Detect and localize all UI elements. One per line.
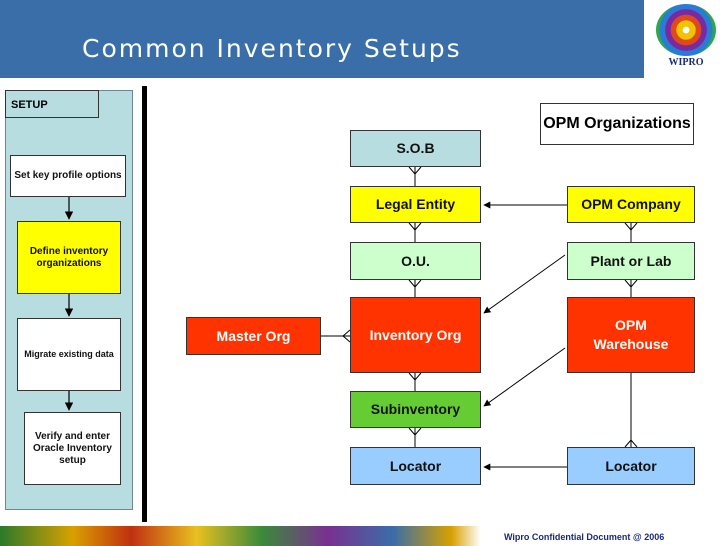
step-label: Define inventory organizations xyxy=(29,245,109,269)
locator-box: Locator xyxy=(350,447,481,485)
opm-company-box: OPM Company xyxy=(567,186,695,223)
legal-entity-box: Legal Entity xyxy=(350,186,481,223)
footer-text: Wipro Confidential Document @ 2006 xyxy=(504,532,665,542)
footer-strip xyxy=(0,526,728,546)
header-bar: Common Inventory Setups xyxy=(0,0,644,78)
logo: WIPRO xyxy=(644,0,728,78)
step-label: Verify and enter Oracle Inventory setup xyxy=(33,430,112,466)
subinventory-box: Subinventory xyxy=(350,391,481,428)
master-org-box: Master Org xyxy=(186,317,321,355)
step-define-inventory-orgs: Define inventory organizations xyxy=(17,221,121,294)
inventory-org-box: Inventory Org xyxy=(350,297,481,373)
step-label: Migrate existing data xyxy=(24,349,114,360)
plant-or-lab-box: Plant or Lab xyxy=(567,242,695,280)
opm-warehouse-box: OPM Warehouse xyxy=(567,297,695,373)
wipro-flower-icon xyxy=(656,4,716,56)
opm-warehouse-label: OPM Warehouse xyxy=(593,317,669,352)
opm-organizations-title: OPM Organizations xyxy=(540,103,694,145)
step-migrate-data: Migrate existing data xyxy=(17,318,121,391)
setup-tab: SETUP xyxy=(5,90,99,118)
mapping-arrows xyxy=(483,201,567,471)
step-label: Set key profile options xyxy=(14,170,122,181)
ou-box: O.U. xyxy=(350,242,481,280)
crowfoot-links xyxy=(321,166,638,448)
opm-locator-box: Locator xyxy=(567,447,695,485)
logo-text: WIPRO xyxy=(668,57,704,68)
separator-bar xyxy=(142,86,147,522)
page-title: Common Inventory Setups xyxy=(82,34,462,63)
step-verify-setup: Verify and enter Oracle Inventory setup xyxy=(24,412,121,485)
step-set-profile-options: Set key profile options xyxy=(10,155,126,197)
sob-box: S.O.B xyxy=(350,130,481,167)
